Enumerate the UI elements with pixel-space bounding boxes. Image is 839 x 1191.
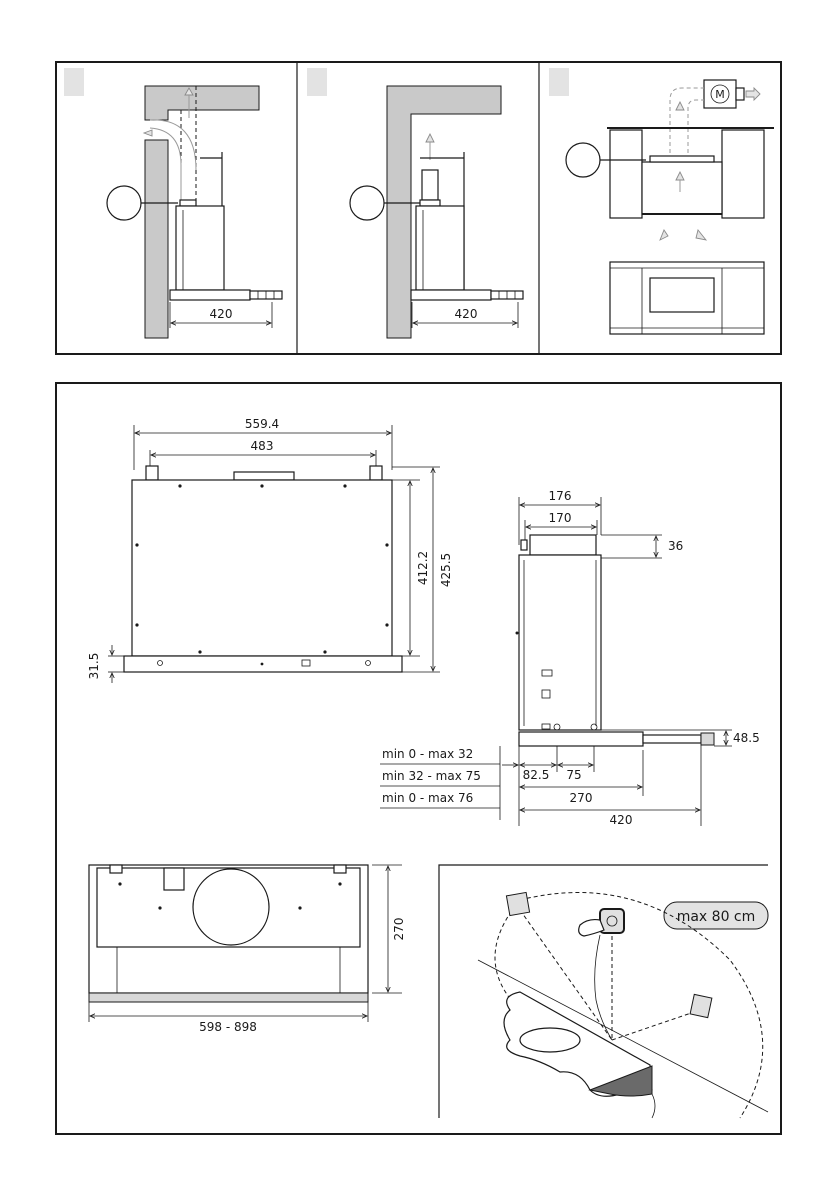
side-rail [643,735,701,743]
socket-detail: max 80 cm [439,865,768,1118]
top-panel: 420 420 M [56,62,781,354]
hand-icon [579,920,604,936]
dim-48-5: 48.5 [733,731,760,745]
scene-ducted: 420 [350,86,523,338]
cooktop-cabinet [610,262,764,334]
front-body [132,480,392,656]
dim-420-middle: 420 [455,307,478,321]
motor-label: M [715,88,725,101]
dim-31-5: 31.5 [87,653,101,680]
hood-unit-3 [642,162,722,214]
step-badge-3 [549,68,569,96]
callout-circle-2 [350,186,384,220]
scene-recirculation: 420 [107,86,282,338]
range-row-2: min 32 - max 75 [382,769,481,783]
front-view: 559.4 483 412.2 [87,417,453,683]
main-panel: 559.4 483 412.2 [56,383,781,1134]
dim-420-side: 420 [610,813,633,827]
dim-420-left: 420 [210,307,233,321]
range-row-3: min 0 - max 76 [382,791,473,805]
dim-270-side: 270 [570,791,593,805]
dim-176: 176 [549,489,572,503]
bottom-body [97,868,360,947]
dim-598-898: 598 - 898 [199,1020,257,1034]
side-base [519,732,643,746]
side-body [519,555,601,730]
dim-82-5: 82.5 [523,768,550,782]
scene-external-motor: M [566,80,774,334]
step-badge-1 [64,68,84,96]
dim-170: 170 [549,511,572,525]
side-wall [145,140,168,338]
max-distance-label: max 80 cm [677,909,756,925]
range-row-1: min 0 - max 32 [382,747,473,761]
dim-559-4: 559.4 [245,417,279,431]
dim-483: 483 [251,439,274,453]
side-top-box [530,535,596,555]
dim-75: 75 [566,768,581,782]
ceiling-wall [145,86,259,120]
bottom-view: 270 598 - 898 [89,865,406,1034]
callout-circle-1 [107,186,141,220]
callout-circle-3 [566,143,600,177]
dim-425-5: 425.5 [439,553,453,587]
step-badge-2 [307,68,327,96]
socket-right-icon [690,994,712,1017]
dim-36: 36 [668,539,683,553]
dim-412-2: 412.2 [416,551,430,585]
side-view: 176 170 36 48.5 [380,489,760,827]
dim-270-bottom: 270 [392,918,406,941]
socket-left-icon [506,892,529,915]
